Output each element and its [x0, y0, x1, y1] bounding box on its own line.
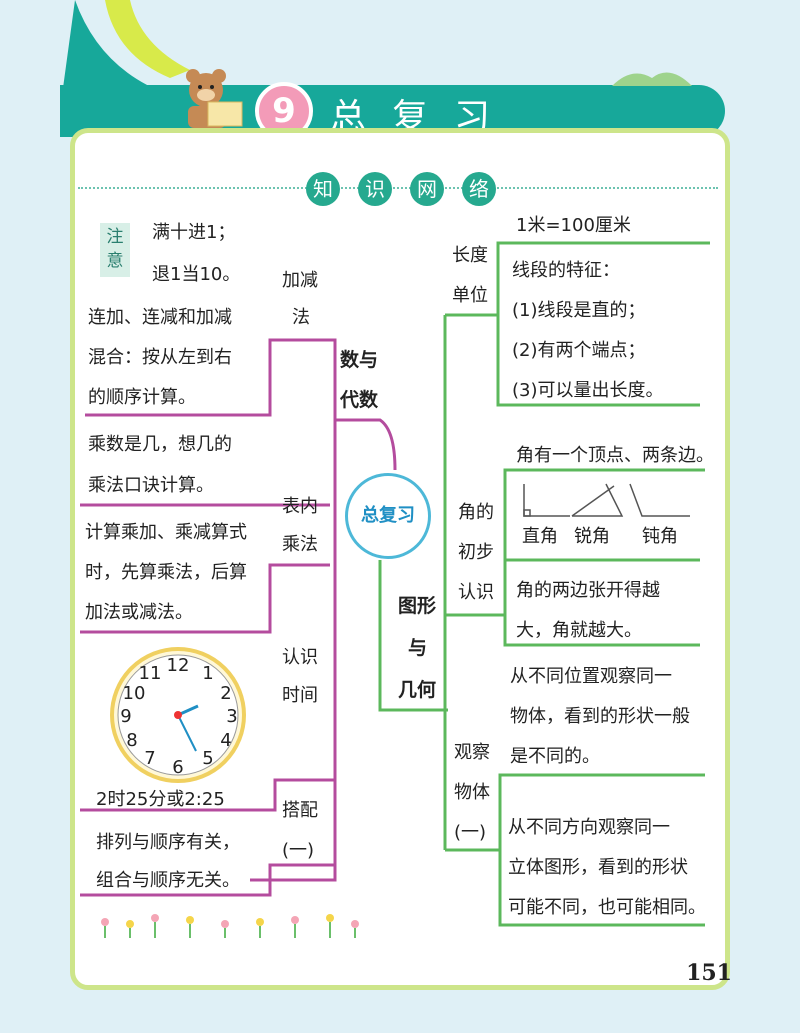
length-line-4: (3)可以量出长度。 [512, 380, 664, 401]
svg-text:10: 10 [123, 683, 146, 704]
branch-geometry-1: 图形 [398, 595, 437, 617]
length-label-2: 单位 [452, 285, 488, 306]
svg-text:8: 8 [126, 730, 137, 751]
time-caption: 2时25分或2:25 [96, 789, 225, 810]
biaonei-label-1: 表内 [282, 496, 318, 517]
svg-text:5: 5 [202, 748, 213, 769]
angle-label-3: 认识 [458, 582, 494, 603]
observe-box2-line-1: 从不同方向观察同一 [508, 817, 670, 838]
biaonei-box2-line-1: 计算乘加、乘减算式 [85, 522, 247, 543]
biaonei-label-2: 乘法 [282, 534, 318, 555]
section-title-char-2: 识 [358, 172, 392, 206]
observe-box1-line-2: 物体，看到的形状一般 [510, 706, 690, 727]
svg-text:3: 3 [226, 706, 237, 727]
angle-diagrams-icon [523, 483, 690, 517]
section-title-char-4: 络 [462, 172, 496, 206]
length-label-1: 长度 [452, 245, 488, 266]
hill-decoration-icon [612, 72, 692, 86]
observe-label-3: (一) [454, 822, 487, 843]
branch-number-algebra-1: 数与 [340, 349, 379, 371]
biaonei-box1-line-1: 乘数是几，想几的 [88, 434, 232, 455]
dapei-line-2: 组合与顺序无关。 [96, 870, 240, 891]
angle-type-obtuse: 钝角 [642, 526, 678, 547]
dapei-label-2: (一) [282, 840, 315, 861]
biaonei-box2-line-2: 时，先算乘法，后算 [85, 562, 247, 583]
jiajian-line-3: 的顺序计算。 [88, 387, 196, 408]
branch-geometry-3: 几何 [398, 679, 437, 701]
section-divider [78, 187, 718, 189]
jiajian-label-1: 加减 [282, 270, 318, 291]
observe-box2-line-3: 可能不同，也可能相同。 [508, 897, 706, 918]
dapei-label-1: 搭配 [282, 800, 318, 821]
biaonei-box2-line-3: 加法或减法。 [85, 602, 193, 623]
svg-text:4: 4 [220, 730, 231, 751]
section-title-char-3: 网 [410, 172, 444, 206]
length-line-2: (1)线段是直的； [512, 300, 646, 321]
page-number: 151 [686, 960, 732, 986]
angle-fact: 角有一个顶点、两条边。 [516, 445, 714, 466]
biaonei-box1-line-2: 乘法口诀计算。 [88, 475, 214, 496]
flower-decoration-icon [101, 914, 359, 938]
section-title-char-1: 知 [306, 172, 340, 206]
observe-box1-line-3: 是不同的。 [510, 746, 600, 767]
angle-line-1: 角的两边张开得越 [516, 580, 660, 601]
observe-box2-line-2: 立体图形，看到的形状 [508, 857, 688, 878]
length-line-3: (2)有两个端点； [512, 340, 646, 361]
jiajian-line-1: 连加、连减和加减 [88, 307, 232, 328]
angle-label-2: 初步 [458, 542, 494, 563]
length-fact: 1米=100厘米 [516, 215, 631, 236]
length-line-1: 线段的特征： [512, 260, 620, 281]
svg-text:1: 1 [202, 663, 213, 684]
svg-text:9: 9 [120, 706, 131, 727]
center-node: 总复习 [345, 473, 431, 559]
svg-text:6: 6 [172, 757, 183, 778]
bear-reading-icon [186, 69, 243, 128]
header-decoration [60, 0, 210, 110]
svg-text:2: 2 [220, 683, 231, 704]
note-label: 注意 [100, 223, 130, 277]
jiajian-line-2: 混合：按从左到右 [88, 347, 232, 368]
angle-line-2: 大，角就越大。 [516, 620, 642, 641]
observe-label-1: 观察 [454, 742, 490, 763]
svg-text:12: 12 [167, 655, 190, 676]
note-line-1: 满十进1； [152, 222, 236, 243]
jiajian-label-2: 法 [292, 307, 310, 328]
angle-type-acute: 锐角 [574, 526, 610, 547]
observe-box1-line-1: 从不同位置观察同一 [510, 666, 672, 687]
time-label-1: 认识 [282, 647, 318, 668]
angle-label-1: 角的 [458, 502, 494, 523]
note-line-2: 退1当10。 [152, 264, 241, 285]
dapei-line-1: 排列与顺序有关， [96, 832, 240, 853]
time-label-2: 时间 [282, 685, 318, 706]
svg-text:11: 11 [139, 663, 162, 684]
branch-number-algebra-2: 代数 [340, 389, 379, 411]
svg-text:7: 7 [144, 748, 155, 769]
branch-geometry-2: 与 [408, 637, 428, 659]
observe-label-2: 物体 [454, 782, 490, 803]
angle-type-right: 直角 [522, 526, 558, 547]
